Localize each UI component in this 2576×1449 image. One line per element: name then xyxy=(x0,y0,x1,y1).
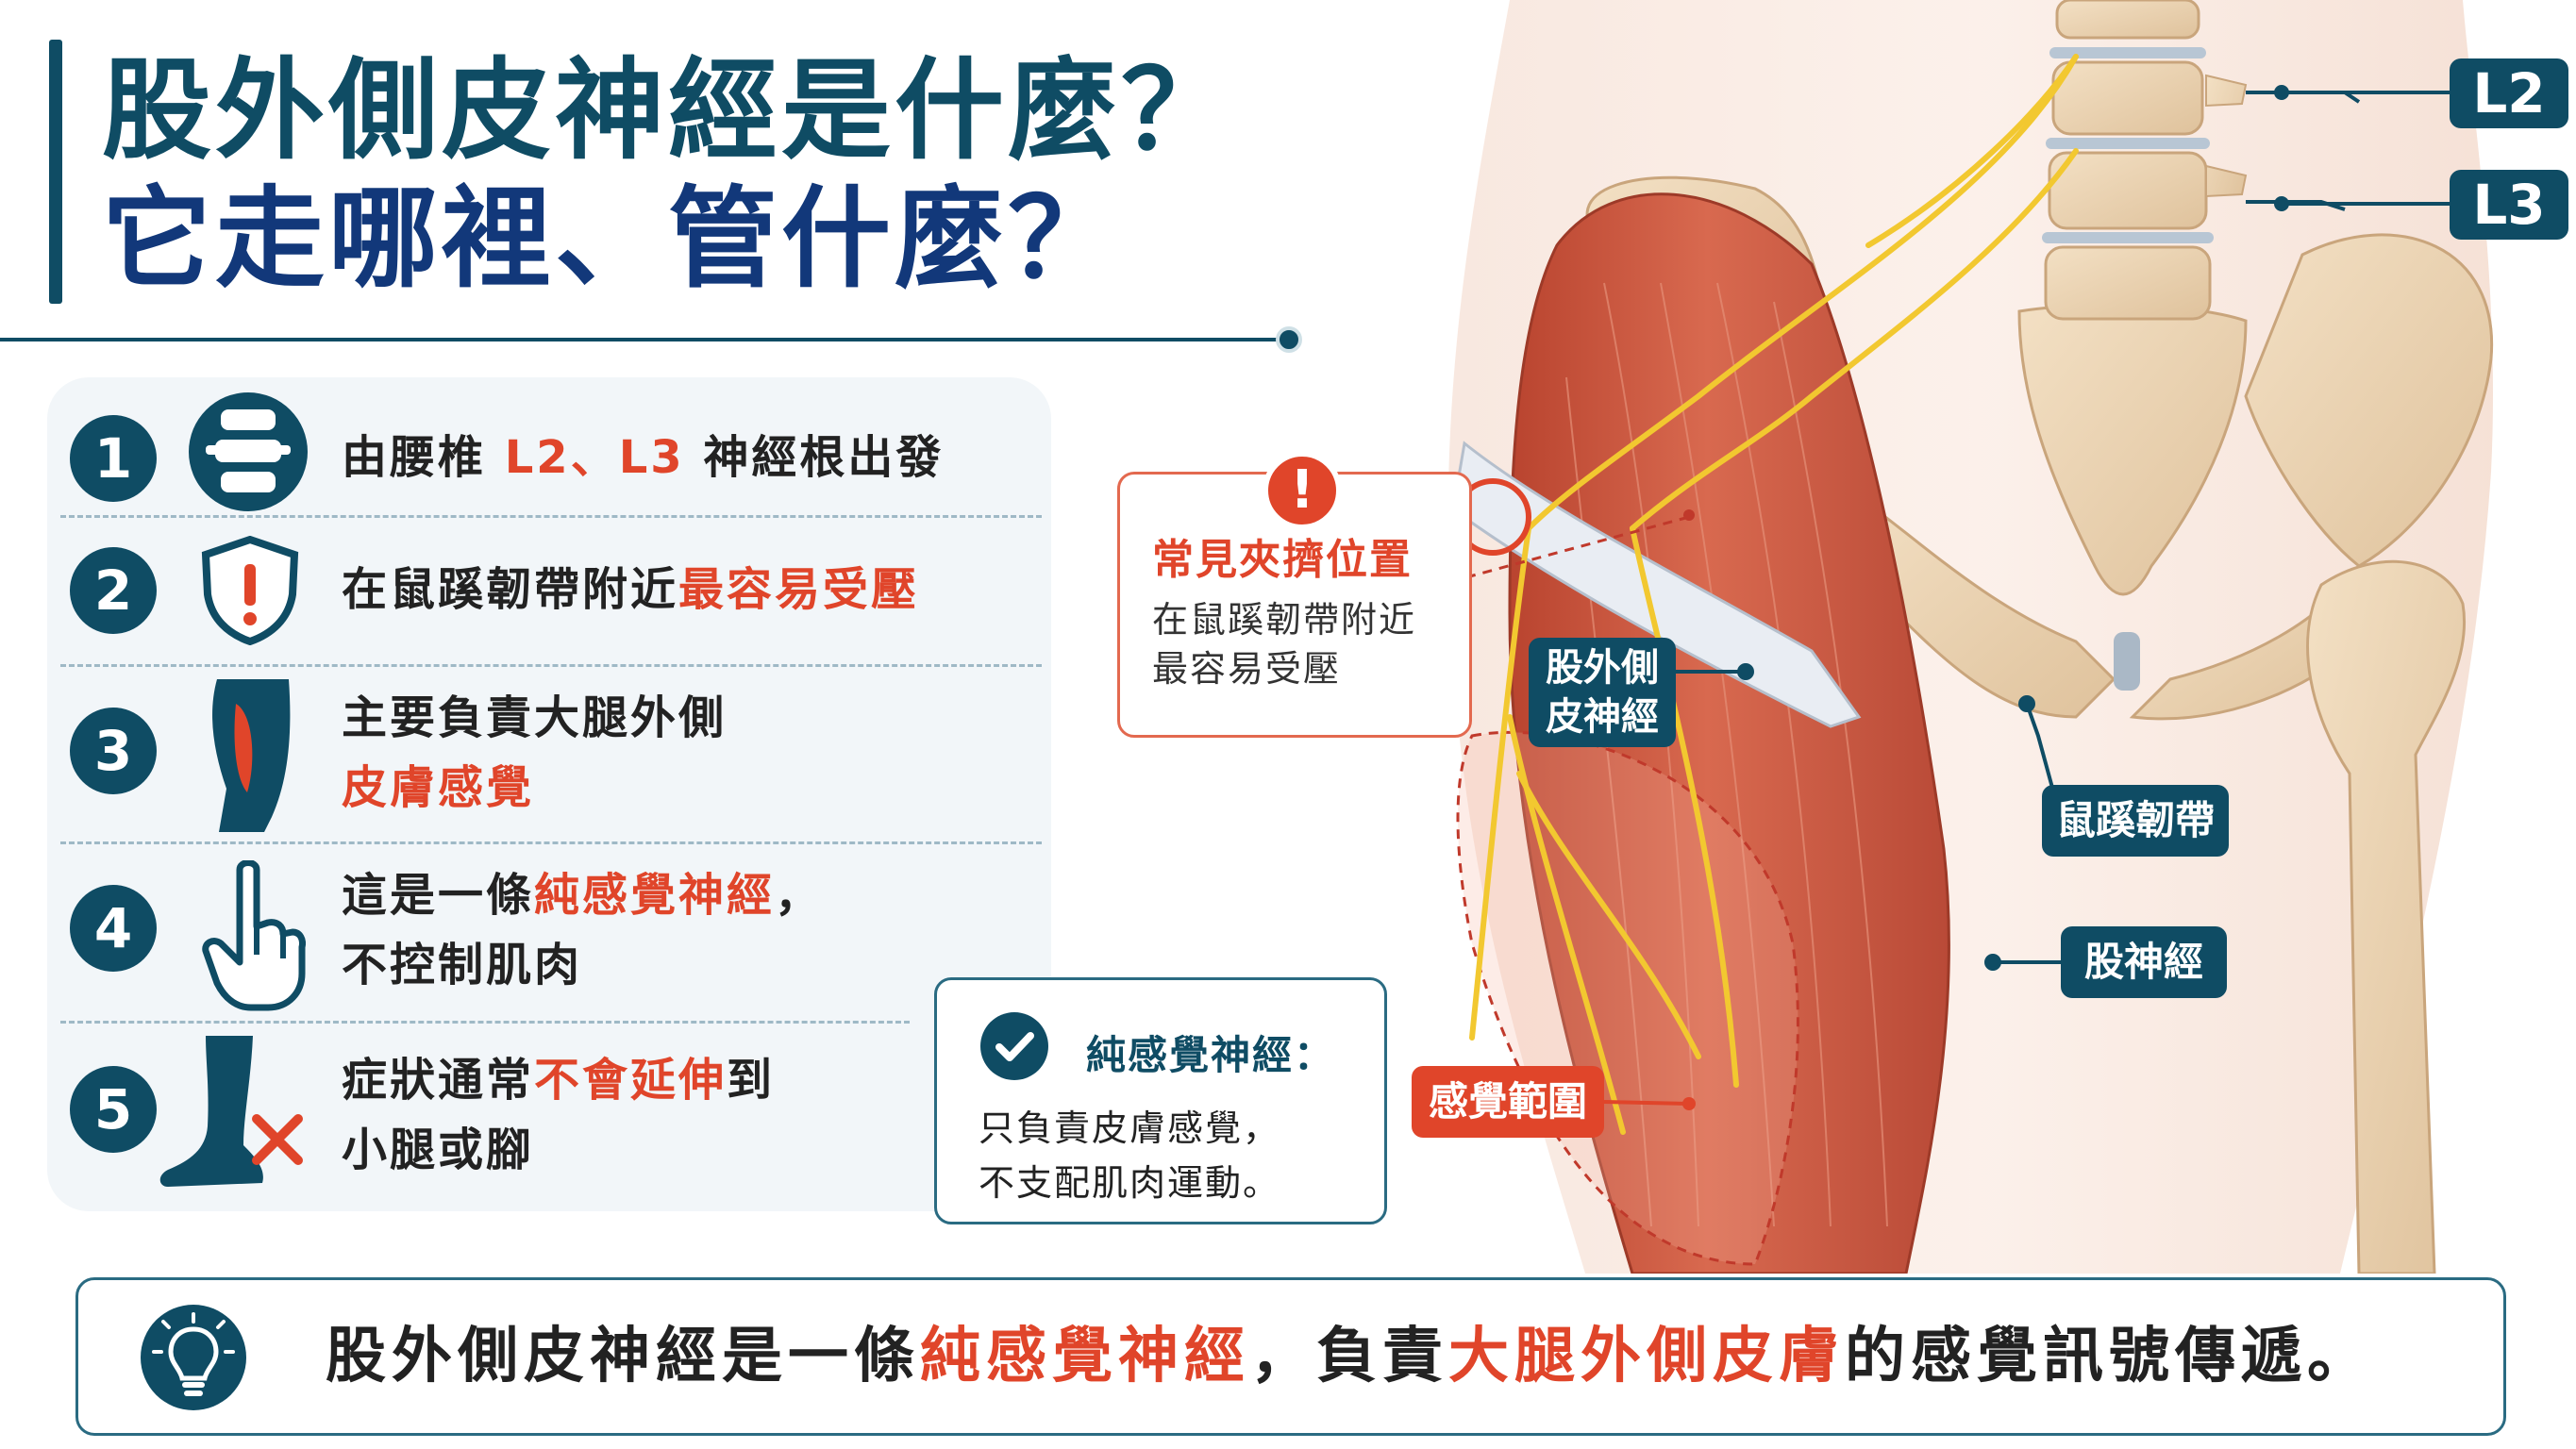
label-inguinal-ligament: 鼠蹊韌帶 xyxy=(2042,785,2229,857)
item-4-text-b: ， xyxy=(775,869,824,922)
warning-shield-icon xyxy=(198,535,302,649)
pointing-hand-icon xyxy=(202,859,306,1015)
list-item-1: 1 由腰椎 L2、L3 神經根出發 xyxy=(47,385,1051,532)
item-5-text-a: 症狀通常 xyxy=(342,1054,535,1107)
leg-foot-x-icon xyxy=(153,1032,313,1196)
list-item-3: 3 主要負責大腿外側 皮膚感覺 xyxy=(47,668,1051,841)
checkmark-icon xyxy=(980,1012,1048,1080)
label-nerve-line2: 皮神經 xyxy=(1546,695,1659,739)
item-text-2: 在鼠蹊韌帶附近最容易受壓 xyxy=(342,555,919,625)
sensory-callout-title: 純感覺神經： xyxy=(1086,1032,1336,1078)
label-L2: L2 xyxy=(2450,58,2568,128)
list-item-2: 2 在鼠蹊韌帶附近最容易受壓 xyxy=(47,517,1051,664)
pure-sensory-callout: 純感覺神經： 只負責皮膚感覺， 不支配肌肉運動。 xyxy=(934,977,1387,1224)
title-divider-dot xyxy=(1276,326,1302,353)
item-5-line1: 症狀通常不會延伸到 xyxy=(342,1045,775,1115)
summary-part3: 的感覺訊號傳遞。 xyxy=(1845,1322,2373,1391)
thigh-icon xyxy=(198,675,302,840)
item-4-highlight: 純感覺神經 xyxy=(534,869,776,922)
hip-anatomy-illustration xyxy=(1447,0,2494,1274)
item-1-text-a: 由腰椎 xyxy=(342,431,505,484)
item-number-3: 3 xyxy=(70,708,157,794)
list-divider-2 xyxy=(60,664,1042,667)
title-accent-bar xyxy=(49,40,62,304)
item-5-line2: 小腿或腳 xyxy=(342,1124,535,1176)
item-3-line2: 皮膚感覺 xyxy=(342,761,535,814)
title-divider xyxy=(0,338,1285,341)
item-text-3: 主要負責大腿外側 皮膚感覺 xyxy=(342,683,727,823)
label-lateral-femoral-cutaneous-nerve: 股外側 皮神經 xyxy=(1529,638,1676,747)
list-item-4: 4 這是一條純感覺神經， 不控制肌肉 xyxy=(47,845,1051,1019)
item-text-1: 由腰椎 L2、L3 神經根出發 xyxy=(342,423,944,492)
item-number-1: 1 xyxy=(70,415,157,502)
summary-bar: 股外側皮神經是一條純感覺神經，負責大腿外側皮膚的感覺訊號傳遞。 xyxy=(75,1277,2506,1436)
item-text-5: 症狀通常不會延伸到 小腿或腳 xyxy=(342,1045,775,1185)
list-divider-3 xyxy=(60,841,1042,844)
summary-text: 股外側皮神經是一條純感覺神經，負責大腿外側皮膚的感覺訊號傳遞。 xyxy=(326,1322,2373,1391)
item-number-4: 4 xyxy=(70,885,157,972)
summary-highlight1: 純感覺神經 xyxy=(920,1322,1250,1391)
item-text-4: 這是一條純感覺神經， 不控制肌肉 xyxy=(342,860,823,1000)
page-title-line2: 它走哪裡、管什麼？ xyxy=(102,175,1121,303)
label-L3: L3 xyxy=(2450,170,2568,240)
item-1-text-b: 神經根出發 xyxy=(684,431,945,484)
item-number-2: 2 xyxy=(70,547,157,634)
item-5-highlight: 不會延伸 xyxy=(534,1054,728,1107)
item-5-text-b: 到 xyxy=(727,1054,776,1107)
item-4-text-a: 這是一條 xyxy=(342,869,535,922)
label-sensory-area: 感覺範圍 xyxy=(1412,1066,1604,1138)
exclamation-icon: ! xyxy=(1263,451,1342,530)
sensory-callout-line2: 不支配肌肉運動。 xyxy=(979,1162,1281,1204)
list-divider-1 xyxy=(60,515,1042,518)
page-title-line1: 股外側皮神經是什麼？ xyxy=(102,47,1234,175)
item-number-5: 5 xyxy=(70,1066,157,1153)
item-1-highlight: L2、L3 xyxy=(504,431,685,484)
item-3-line1: 主要負責大腿外側 xyxy=(342,691,728,744)
callout-line2: 最容易受壓 xyxy=(1152,648,1342,690)
callout-title: 常見夾擠位置 xyxy=(1152,536,1413,584)
summary-part1: 股外側皮神經是一條 xyxy=(326,1322,920,1391)
callout-body: 在鼠蹊韌帶附近 最容易受壓 xyxy=(1152,595,1416,693)
label-nerve-line1: 股外側 xyxy=(1546,646,1659,690)
lightbulb-icon xyxy=(141,1305,246,1410)
summary-highlight2: 大腿外側皮膚 xyxy=(1448,1322,1845,1391)
sensory-callout-line1: 只負責皮膚感覺， xyxy=(979,1108,1281,1149)
item-4-line1: 這是一條純感覺神經， xyxy=(342,860,823,930)
spine-vertebrae-icon xyxy=(187,391,309,517)
callout-line1: 在鼠蹊韌帶附近 xyxy=(1152,599,1417,641)
label-femoral-nerve: 股神經 xyxy=(2061,926,2227,998)
summary-part2: ，負責 xyxy=(1250,1322,1448,1391)
item-2-highlight: 最容易受壓 xyxy=(678,563,920,616)
item-2-text-a: 在鼠蹊韌帶附近 xyxy=(342,563,679,616)
list-item-5: 5 症狀通常不會延伸到 小腿或腳 xyxy=(47,1024,1051,1204)
list-divider-4 xyxy=(60,1021,910,1024)
sensory-callout-body: 只負責皮膚感覺， 不支配肌肉運動。 xyxy=(979,1101,1280,1210)
item-4-line2: 不控制肌肉 xyxy=(342,939,583,991)
